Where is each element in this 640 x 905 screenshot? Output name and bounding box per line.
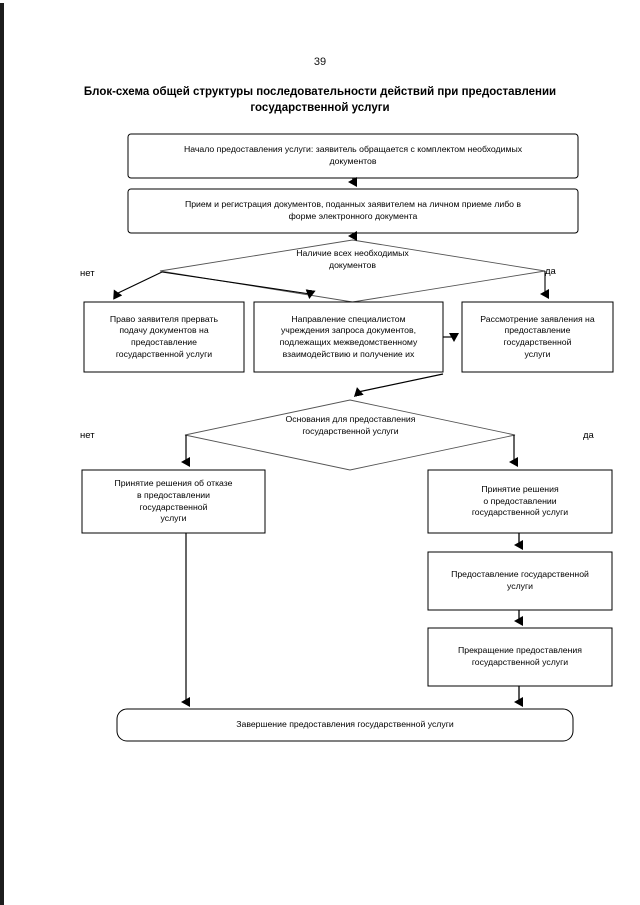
node-decision-refusal-label: Принятие решения об отказе в предоставле… (114, 478, 233, 524)
node-interagency-request-label: Направление специалистом учреждения запр… (279, 313, 418, 359)
branch-label-yes-1: да (545, 266, 556, 277)
node-service-termination-shape (427, 627, 613, 687)
node-intake-label: Прием и регистрация документов, поданных… (184, 199, 522, 221)
edge-decision-documents-to-interagency-request (161, 271, 316, 299)
node-decision-refusal-shape (81, 469, 266, 534)
edge-decision-documents-to-applicant-right-stop (113, 271, 163, 300)
node-decision-grounds-label: Основания для предоставления государстве… (285, 414, 416, 436)
node-start-label: Начало предоставления услуги: заявитель … (183, 144, 523, 166)
node-decision-documents-label: Наличие всех необходимых документов (296, 248, 409, 270)
node-review-application-label: Рассмотрение заявления на предоставление… (480, 313, 595, 359)
node-completion-shape (116, 708, 574, 742)
page-title: Блок-схема общей структуры последователь… (83, 86, 557, 114)
node-decision-grant-shape (427, 469, 613, 534)
node-completion-label: Завершение предоставления государственно… (236, 719, 454, 730)
node-interagency-request-shape (253, 301, 444, 373)
node-review-application-shape (461, 301, 614, 373)
node-decision-grant-label: Принятие решения о предоставлении госуда… (471, 484, 569, 518)
node-service-provision-shape (427, 551, 613, 611)
page-number: 39 (313, 56, 327, 68)
scan-top-margin (0, 0, 640, 3)
node-applicant-right-stop-label: Право заявителя прервать подачу документ… (109, 313, 219, 359)
branch-label-no-1: нет (80, 268, 95, 279)
node-service-provision-label: Предоставление государственной услуги (451, 569, 589, 591)
branch-label-yes-2: да (583, 430, 594, 441)
node-decision-grounds-shape (184, 399, 516, 471)
node-applicant-right-stop-shape (83, 301, 245, 373)
node-service-termination-label: Прекращение предоставления государственн… (458, 645, 582, 667)
branch-label-no-2: нет (80, 430, 95, 441)
edge-interagency-request-to-decision-grounds (353, 373, 444, 397)
scan-edge-artifact (0, 0, 4, 905)
